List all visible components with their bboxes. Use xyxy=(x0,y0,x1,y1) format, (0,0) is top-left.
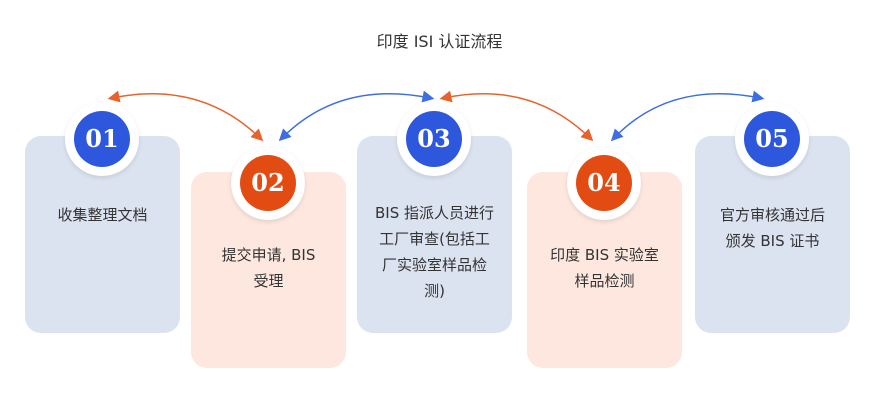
step-05-number: 05 xyxy=(744,111,800,167)
diagram-title: 印度 ISI 认证流程 xyxy=(376,32,503,51)
step-01-number: 01 xyxy=(74,111,130,167)
step-04-badge-ring: 04 xyxy=(567,146,641,220)
step-03-badge-ring: 03 xyxy=(397,102,471,176)
step-01-badge-ring: 01 xyxy=(65,102,139,176)
arrow-03-04 xyxy=(439,90,594,142)
step-04-number: 04 xyxy=(576,155,632,211)
step-05-badge-ring: 05 xyxy=(735,102,809,176)
step-03-text: BIS 指派人员进行 工厂审查(包括工 厂实验室样品检 测) xyxy=(374,204,494,300)
step-02-text: 提交申请, BIS 受理 xyxy=(221,246,316,290)
step-05-text: 官方审核通过后 颁发 BIS 证书 xyxy=(719,206,825,250)
step-05-card: 官方审核通过后 颁发 BIS 证书 xyxy=(695,136,850,333)
arrow-04-05 xyxy=(610,90,765,142)
step-01-text: 收集整理文档 xyxy=(57,206,148,224)
arrow-01-02 xyxy=(107,90,264,142)
step-04-text: 印度 BIS 实验室 样品检测 xyxy=(550,246,659,290)
arrow-02-03 xyxy=(278,90,435,142)
step-02-badge-ring: 02 xyxy=(231,146,305,220)
step-03-number: 03 xyxy=(406,111,462,167)
step-02-number: 02 xyxy=(240,155,296,211)
